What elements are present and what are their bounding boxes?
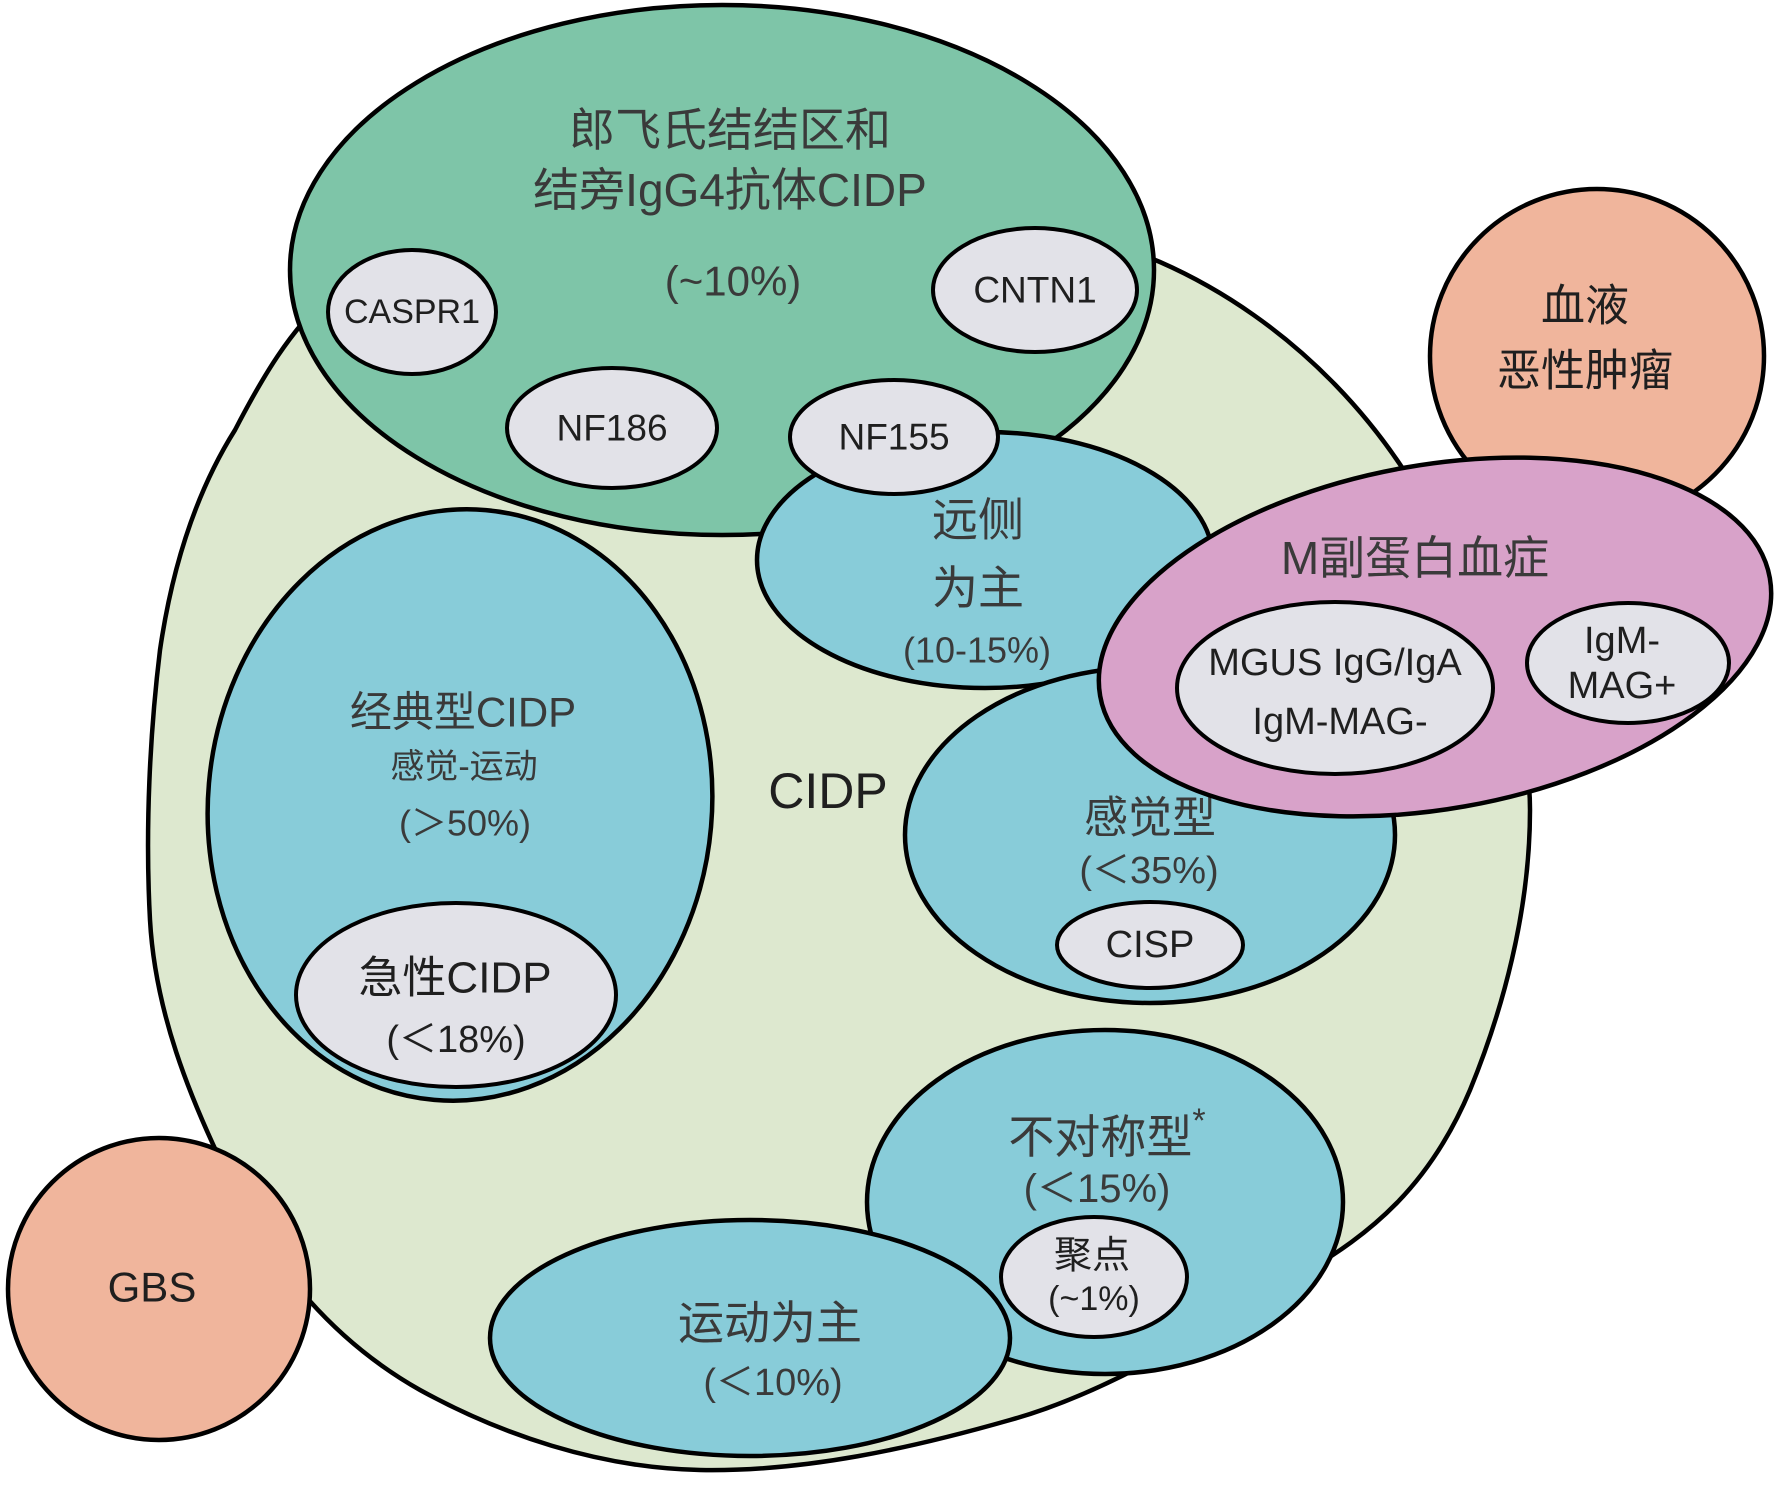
focal-ellipse [999, 1215, 1189, 1339]
paraproteinemia-title: M副蛋白血症 [1281, 532, 1549, 584]
nf186-label: NF186 [556, 408, 667, 449]
typical-cidp-subtitle: 感觉-运动 [390, 748, 537, 786]
hematologic-label-line2: 恶性肿瘤 [1497, 347, 1673, 396]
acute-cidp-label: 急性CIDP [358, 954, 551, 1003]
focal-percentage: (~1%) [1048, 1280, 1140, 1318]
igm-mag-ellipse [1525, 601, 1731, 725]
sensory-percentage: (＜35%) [1079, 850, 1218, 892]
nodal-title-line2: 结旁IgG4抗体CIDP [533, 164, 927, 216]
caspr1-label: CASPR1 [344, 293, 480, 331]
motor-predominant-ellipse [487, 1217, 1013, 1459]
focal-label: 聚点 [1054, 1235, 1130, 1277]
acute-cidp-ellipse [294, 901, 618, 1089]
typical-cidp-title: 经典型CIDP [350, 689, 576, 736]
nodal-title-line1: 郎飞氏结结区和 [569, 104, 891, 156]
acute-cidp-percentage: (＜18%) [386, 1019, 525, 1061]
cntn1-ellipse [931, 226, 1139, 354]
nf155-label: NF155 [838, 417, 949, 458]
caspr1-ellipse [326, 248, 498, 376]
asymmetric-type-title: 不对称型* [1008, 1102, 1205, 1163]
nf155-ellipse [788, 378, 1000, 496]
motor-percentage: (＜10%) [703, 1362, 842, 1404]
igm-mag-label-line1: IgM- [1584, 620, 1660, 662]
asymmetric-asterisk: * [1192, 1102, 1205, 1140]
mgus-label-line1: MGUS IgG/IgA [1208, 642, 1462, 684]
mgus-label-line2: IgM-MAG- [1252, 701, 1427, 743]
nf186-ellipse [505, 366, 719, 490]
hematologic-label-line1: 血液 [1541, 282, 1629, 331]
mgus-ellipse [1175, 600, 1495, 776]
nodal-percentage: (~10%) [665, 258, 802, 305]
distal-percentage: (10-15%) [903, 630, 1051, 671]
gbs-label: GBS [108, 1264, 197, 1311]
cidp-label: CIDP [768, 763, 887, 819]
distal-label-line1: 远侧 [932, 494, 1024, 546]
igm-mag-label-line2: MAG+ [1568, 665, 1677, 707]
gbs-circle [5, 1135, 313, 1443]
distal-label-line2: 为主 [932, 562, 1024, 614]
typical-cidp-percentage: (＞50%) [399, 803, 531, 844]
motor-predominant-title: 运动为主 [678, 1297, 862, 1349]
sensory-type-title: 感觉型 [1084, 794, 1216, 843]
cntn1-label: CNTN1 [973, 270, 1096, 311]
cisp-label: CISP [1106, 924, 1195, 966]
asymmetric-percentage: (＜15%) [1024, 1167, 1171, 1211]
cisp-ellipse [1055, 900, 1245, 990]
